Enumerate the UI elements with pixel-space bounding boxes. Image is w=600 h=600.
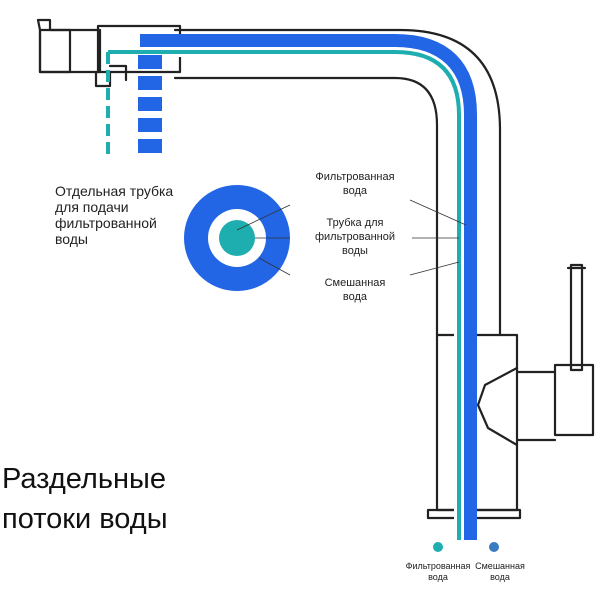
callout-filtered-tube-line-2: фильтрованной — [315, 231, 395, 243]
spout-outer-line — [173, 28, 502, 337]
callout-lines — [236, 199, 467, 276]
mixed-water-flow — [140, 34, 477, 540]
mixer-joint — [515, 370, 557, 442]
legend: Фильтрованная вода Смешанная вода — [406, 542, 525, 582]
nozzle-right — [108, 64, 128, 82]
legend-mixed-line-1: Смешанная — [475, 561, 525, 571]
water-flows — [106, 34, 477, 540]
callout-filtered-tube-line-1: Трубка для — [326, 217, 383, 229]
filter-inlet-body — [38, 28, 102, 74]
callout-filtered-tube-line-3: воды — [342, 245, 368, 257]
callout-mixed-water-line-1: Смешанная — [325, 277, 386, 289]
cross-section-inner — [219, 220, 255, 256]
callout-line-mixed-water — [258, 257, 291, 276]
mixer-connector — [476, 366, 519, 447]
callout-filtered-water-line-1: Фильтрованная — [315, 171, 394, 183]
filtered-water-flow — [108, 50, 461, 540]
legend-filtered-line-1: Фильтрованная — [406, 561, 471, 571]
filter-inlet-knob — [36, 18, 72, 74]
legend-filtered-line-2: вода — [428, 572, 448, 582]
side-label: Отдельная трубка для подачи фильтрованно… — [55, 183, 173, 247]
side-label-line-1: Отдельная трубка — [55, 183, 173, 199]
title-line-2: потоки воды — [2, 503, 168, 535]
callout-line-filtered-water — [236, 204, 291, 231]
side-label-line-2: для подачи — [55, 199, 129, 215]
callout-line-right-mixed-water — [409, 261, 460, 276]
faucet-base — [426, 508, 522, 520]
mixer-block — [553, 363, 595, 437]
callout-mixed-water-line-2: вода — [343, 291, 368, 303]
legend-mixed-dot — [489, 542, 499, 552]
cross-section — [184, 185, 290, 291]
legend-filtered-dot — [433, 542, 443, 552]
side-label-line-3: фильтрованной — [55, 215, 157, 231]
side-label-line-4: воды — [55, 231, 88, 247]
callout-line-right-filtered-water — [409, 199, 467, 226]
legend-mixed-line-2: вода — [490, 572, 510, 582]
diagram-title: Раздельные потоки воды — [2, 463, 168, 535]
callout-labels: Фильтрованная вода Трубка для фильтрован… — [315, 171, 395, 303]
title-line-1: Раздельные — [2, 463, 166, 495]
lever-handle — [569, 263, 584, 372]
callout-filtered-water-line-2: вода — [343, 185, 368, 197]
spout-inner-line — [173, 76, 439, 337]
faucet-outline — [36, 18, 595, 520]
